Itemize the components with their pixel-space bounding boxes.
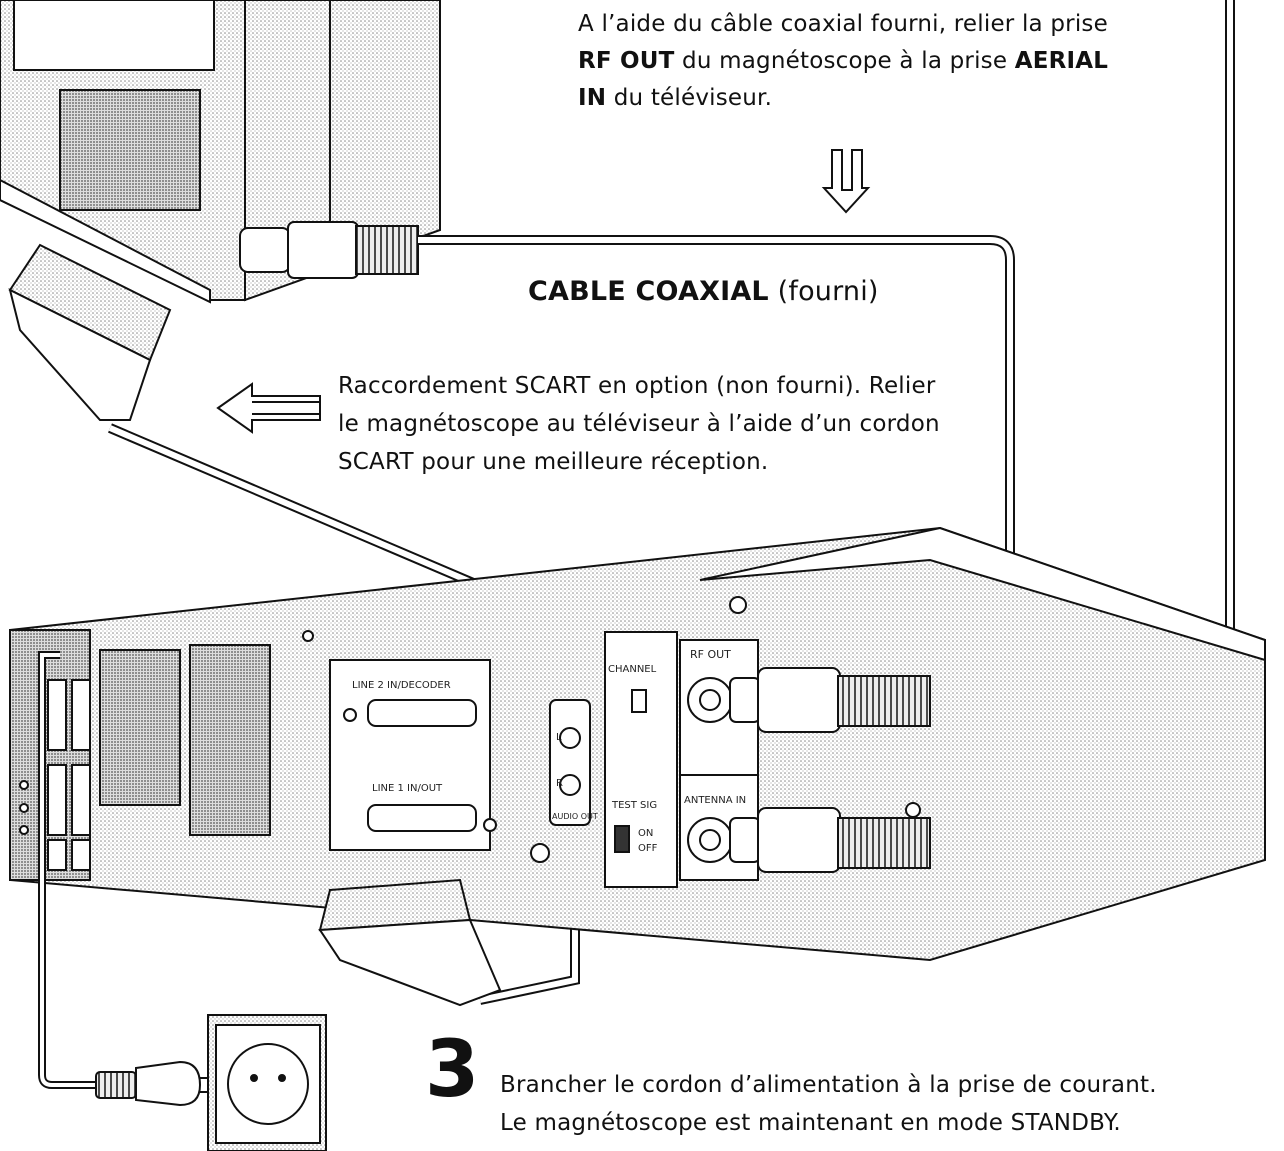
step3-line2: Le magnétoscope est maintenant en mode S…: [500, 1110, 1121, 1136]
scart-plug-tv: [8, 243, 172, 421]
label-rf-out: RF OUT: [690, 648, 731, 661]
step2-rf-out: RF OUT: [578, 48, 675, 74]
step2-end: du téléviseur.: [606, 85, 773, 111]
step2-mid: du magnétoscope à la prise: [674, 48, 1015, 74]
label-line2-decoder: LINE 2 IN/DECODER: [352, 680, 451, 691]
label-test-sig: TEST SIG: [612, 800, 658, 811]
scart-note-line2: le magnétoscope au téléviseur à l’aide d…: [338, 411, 940, 437]
label-line1-in-out: LINE 1 IN/OUT: [372, 783, 443, 794]
step3-number: 3: [425, 1025, 480, 1115]
tv-coax-plug: [239, 221, 419, 279]
step2-instructions: A l’aide du câble coaxial fourni, relier…: [578, 6, 1178, 117]
step2-aerial: AERIAL: [1014, 48, 1109, 74]
label-audio-out: AUDIO OUT: [552, 812, 598, 821]
scart-note: Raccordement SCART en option (non fourni…: [338, 367, 998, 481]
label-l: L: [556, 732, 562, 743]
down-arrow-icon: [821, 149, 871, 214]
vcr: [9, 526, 1266, 962]
scart-note-line3: SCART pour une meilleure réception.: [338, 449, 769, 475]
label-r: R: [556, 778, 563, 789]
left-arrow-icon: [216, 382, 321, 434]
step2-in: IN: [578, 85, 607, 111]
label-off: OFF: [638, 843, 658, 854]
power-plug-icon: [95, 1060, 215, 1107]
step3-instructions: Brancher le cordon d’alimentation à la p…: [500, 1066, 1260, 1142]
label-channel: CHANNEL: [608, 664, 657, 675]
step2-line1: A l’aide du câble coaxial fourni, relier…: [578, 11, 1108, 37]
wall-socket-icon: [207, 1014, 327, 1151]
scart-plug-vcr: [318, 878, 502, 1007]
vcr-antenna-plug: [729, 807, 931, 873]
cable-coaxial-label: CABLE COAXIAL (fourni): [528, 276, 879, 307]
label-antenna-in: ANTENNA IN: [684, 795, 747, 806]
scart-note-line1: Raccordement SCART en option (non fourni…: [338, 373, 936, 399]
vcr-rf-out-plug: [729, 667, 931, 733]
cable-label-bold: CABLE COAXIAL: [528, 276, 769, 307]
cable-label-normal: (fourni): [768, 276, 879, 307]
label-on: ON: [638, 828, 654, 839]
step3-line1: Brancher le cordon d’alimentation à la p…: [500, 1072, 1157, 1098]
